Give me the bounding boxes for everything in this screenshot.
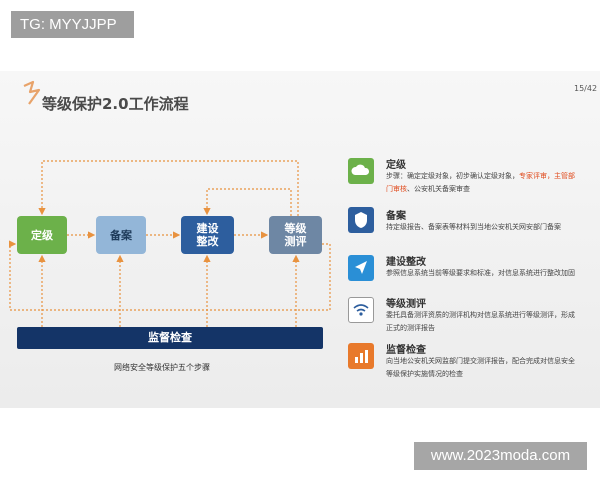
item-title-grading: 定级 — [386, 160, 406, 171]
item-desc-supervision: 向当地公安机关网监部门提交测评报告，配合完成对信息安全等级保护实施情况的检查 — [386, 357, 575, 378]
wifi-icon — [348, 297, 374, 323]
watermark-bottom-right: www.2023moda.com — [414, 442, 587, 470]
item-title-evaluation: 等级测评 — [386, 299, 426, 310]
cloud-icon — [348, 158, 374, 184]
item-desc-filing: 持定级报告、备案表等材料到当地公安机关网安部门备案 — [386, 223, 561, 231]
logo-star-icon — [23, 80, 41, 105]
item-title-rectification: 建设整改 — [386, 257, 426, 268]
item-desc-grading: 步骤：确定定级对象，初步确认定级对象，专家评审，主管部门审核、公安机关备案审查 — [386, 172, 575, 193]
supervision-bar: 监督检查 — [17, 327, 323, 349]
step-rectification: 建设整改 — [181, 216, 234, 254]
item-desc-evaluation: 委托具备测评资质的测评机构对信息系统进行等级测评，形成正式的测评报告 — [386, 311, 575, 332]
step-evaluation: 等级测评 — [269, 216, 322, 254]
item-title-filing: 备案 — [386, 211, 406, 222]
step-grading: 定级 — [17, 216, 67, 254]
bar-chart-icon — [348, 343, 374, 369]
step-filing: 备案 — [96, 216, 146, 254]
cursor-arrow-icon — [348, 255, 374, 281]
slide-title: 等级保护2.0工作流程 — [42, 95, 189, 113]
watermark-top-left: TG: MYYJJPP — [11, 11, 134, 38]
item-title-supervision: 监督检查 — [386, 345, 426, 356]
diagram-caption: 网络安全等级保护五个步骤 — [114, 363, 210, 372]
item-desc-rectification: 参照信息系统当前等级要求和标准，对信息系统进行整改加固 — [386, 269, 575, 277]
shield-icon — [348, 207, 374, 233]
page-number: 15/42 — [574, 84, 598, 93]
